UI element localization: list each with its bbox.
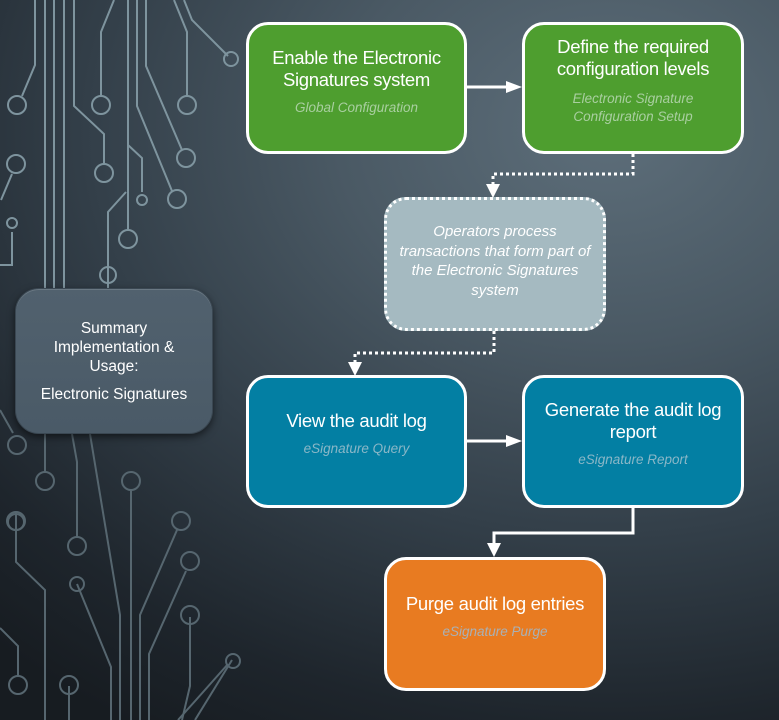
circuit-node-icon <box>99 266 117 284</box>
summary-heading-line: Usage: <box>89 357 139 375</box>
circuit-trace <box>71 433 78 538</box>
circuit-node-icon <box>8 675 28 695</box>
circuit-node-icon <box>7 513 25 531</box>
circuit-trace <box>181 617 191 720</box>
summary-panel: Summary Implementation & Usage: Electron… <box>15 288 213 434</box>
circuit-node-icon <box>177 95 197 115</box>
step-view-audit-log: View the audit log eSignature Query <box>246 375 467 508</box>
circuit-trace <box>0 232 13 266</box>
circuit-node-icon <box>121 471 141 491</box>
step-enable-esignatures: Enable the Electronic Signatures system … <box>246 22 467 154</box>
circuit-trace <box>183 0 229 57</box>
circuit-trace <box>148 570 187 720</box>
step-program: eSignature Purge <box>442 623 548 639</box>
summary-heading-line: Implementation & <box>53 338 175 356</box>
circuit-trace <box>127 144 143 192</box>
step-title: Generate the audit log report <box>544 399 722 442</box>
arrow-view-to-generate <box>467 435 522 447</box>
step-title: Define the required configuration levels <box>556 36 710 79</box>
circuit-node-icon <box>94 163 114 183</box>
circuit-node-icon <box>225 653 241 669</box>
circuit-node-icon <box>167 189 187 209</box>
step-title: View the audit log <box>286 410 427 431</box>
circuit-node-icon <box>118 229 138 249</box>
circuit-trace <box>107 191 127 290</box>
arrow-enable-to-define <box>467 81 522 93</box>
circuit-node-icon <box>67 536 87 556</box>
circuit-trace <box>0 627 19 676</box>
circuit-node-icon <box>7 435 27 455</box>
circuit-trace <box>73 0 105 164</box>
circuit-trace <box>145 0 183 151</box>
summary-heading-line: Summary <box>80 319 148 337</box>
circuit-node-icon <box>223 51 239 67</box>
step-program: eSignature Query <box>303 441 410 456</box>
step-operators-process: Operators process transactions that form… <box>384 197 606 331</box>
circuit-trace <box>136 0 173 192</box>
circuit-trace <box>15 520 46 720</box>
step-program: Electronic Signature Configuration Setup <box>572 91 694 124</box>
circuit-node-icon <box>6 217 18 229</box>
circuit-node-icon <box>59 675 79 695</box>
step-title: Enable the Electronic Signatures system <box>272 46 441 90</box>
circuit-node-icon <box>69 576 85 592</box>
step-purge-entries: Purge audit log entries eSignature Purge <box>384 557 606 691</box>
circuit-trace <box>21 0 36 97</box>
circuit-trace <box>194 659 233 720</box>
arrow-define-to-operators <box>486 154 635 198</box>
circuit-node-icon <box>35 471 55 491</box>
circuit-trace <box>76 583 112 720</box>
circuit-trace <box>173 0 188 96</box>
circuit-node-icon <box>6 154 26 174</box>
step-generate-report: Generate the audit log report eSignature… <box>522 375 744 508</box>
summary-topic: Electronic Signatures <box>40 385 188 403</box>
circuit-trace <box>0 173 13 201</box>
circuit-node-icon <box>91 95 111 115</box>
step-title: Purge audit log entries <box>405 592 585 614</box>
circuit-trace <box>177 663 229 720</box>
circuit-trace <box>0 409 14 434</box>
circuit-node-icon <box>7 95 27 115</box>
step-program: Global Configuration <box>294 99 419 115</box>
arrow-generate-to-purge <box>487 508 635 557</box>
step-description: Operators process transactions that form… <box>399 223 591 299</box>
circuit-trace <box>139 529 178 720</box>
circuit-node-icon <box>136 194 148 206</box>
circuit-trace-decoration <box>0 0 241 720</box>
circuit-node-icon <box>180 605 200 625</box>
circuit-trace <box>100 0 115 96</box>
circuit-node-icon <box>180 551 200 571</box>
circuit-node-icon <box>176 148 196 168</box>
arrow-operators-to-view <box>348 331 496 376</box>
circuit-trace <box>89 433 121 720</box>
step-program: eSignature Report <box>578 452 688 467</box>
step-define-config-levels: Define the required configuration levels… <box>522 22 744 154</box>
circuit-node-icon <box>171 511 191 531</box>
